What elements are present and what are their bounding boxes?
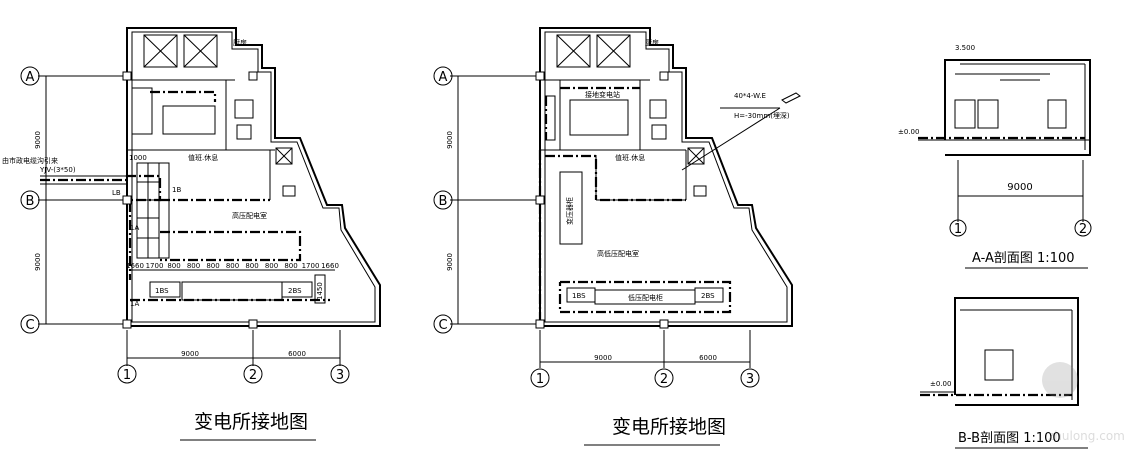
axis-a: A xyxy=(26,70,35,85)
label-1b: 1B xyxy=(172,186,181,194)
room-kitchen: 厨房 xyxy=(233,38,247,47)
width-label: 800 xyxy=(265,262,278,270)
width-label: 1700 xyxy=(146,262,164,270)
aa-elev-left: ±0.00 xyxy=(898,128,919,136)
label-1a-2: 1A xyxy=(130,300,139,308)
room-transformer: 接地变电站 xyxy=(585,90,620,99)
width-label: 800 xyxy=(245,262,258,270)
room-hv-2: 高低压配电室 xyxy=(597,249,639,258)
dim-h-2: 6000 xyxy=(288,350,306,358)
width-label: 800 xyxy=(206,262,219,270)
plan-2-title: 变电所接地图 xyxy=(612,416,726,438)
axis-3-2: 3 xyxy=(746,372,754,387)
transformer-2bs-2: 2BS xyxy=(701,292,715,300)
dim-v-1b: 9000 xyxy=(446,131,454,149)
room-office: 值班.休息 xyxy=(188,153,218,162)
axis-a-2: A xyxy=(439,70,448,85)
room-hv: 高压配电室 xyxy=(232,211,267,220)
axis-b-2: B xyxy=(439,194,448,209)
watermark: zhulong.com xyxy=(1042,362,1125,443)
dim-v-1: 9000 xyxy=(34,131,42,149)
label-1a: 1A xyxy=(130,224,139,232)
cable-note: 由市政电缆沟引来 xyxy=(2,156,58,165)
dim-v-2b: 9000 xyxy=(446,253,454,271)
dim-v-2: 9000 xyxy=(34,253,42,271)
axis-c: C xyxy=(25,318,34,333)
axis-2-2: 2 xyxy=(660,372,668,387)
width-label: 1700 xyxy=(302,262,320,270)
width-label: 800 xyxy=(187,262,200,270)
plan-1: 9000 9000 9000 6000 厨房 值班.休息 高压配电室 xyxy=(2,27,381,441)
width-label: 800 xyxy=(226,262,239,270)
section-aa: ±0.00 3.500 9000 1 2 A-A剖面图 1:100 xyxy=(898,44,1092,269)
dim-h-1b: 9000 xyxy=(594,354,612,362)
label-lb: LB xyxy=(112,189,121,197)
width-label: 1660 xyxy=(321,262,339,270)
axis-c-2: C xyxy=(438,318,447,333)
aa-title: A-A剖面图 1:100 xyxy=(972,251,1075,266)
axis-1: 1 xyxy=(123,368,131,383)
aa-axis-2: 2 xyxy=(1079,222,1087,237)
aa-axis-1: 1 xyxy=(954,222,962,237)
cable-label: YJV-(3*50) xyxy=(39,166,76,174)
width-label: 800 xyxy=(284,262,297,270)
watermark-text: zhulong.com xyxy=(1048,429,1125,443)
room-cabinet: 变压器柜 xyxy=(565,197,574,225)
axis-3: 3 xyxy=(336,368,344,383)
width-label: 800 xyxy=(167,262,180,270)
dim-h-1: 9000 xyxy=(181,350,199,358)
label-1450: 1450 xyxy=(316,282,324,300)
bb-title: B-B剖面图 1:100 xyxy=(958,431,1061,446)
axis-2: 2 xyxy=(249,368,257,383)
note-line2: H=-30mm(埋深) xyxy=(734,111,790,120)
bb-elev: ±0.00 xyxy=(930,380,951,388)
note-line1: 40*4-W.E xyxy=(734,92,766,100)
section-bb: ±0.00 B-B剖面图 1:100 xyxy=(920,297,1088,449)
transformer-1bs-2: 1BS xyxy=(572,292,586,300)
transformer-2bs: 2BS xyxy=(288,287,302,295)
width-label: 1660 xyxy=(126,262,144,270)
axis-b: B xyxy=(26,194,35,209)
dim-h-2b: 6000 xyxy=(699,354,717,362)
plan-2: 9000 9000 9000 6000 厨房 接地变电站 值班.休息 变压器柜 … xyxy=(433,27,801,446)
label-1000: 1000 xyxy=(129,154,147,162)
aa-dim: 9000 xyxy=(1007,182,1032,193)
transformer-1bs: 1BS xyxy=(155,287,169,295)
room-office-2: 值班.休息 xyxy=(615,153,645,162)
lv-bus: 低压配电柜 xyxy=(628,293,663,302)
plan-1-title: 变电所接地图 xyxy=(194,411,308,433)
room-kitchen-2: 厨房 xyxy=(645,38,659,47)
aa-elev-top: 3.500 xyxy=(955,44,975,52)
axis-1-2: 1 xyxy=(536,372,544,387)
